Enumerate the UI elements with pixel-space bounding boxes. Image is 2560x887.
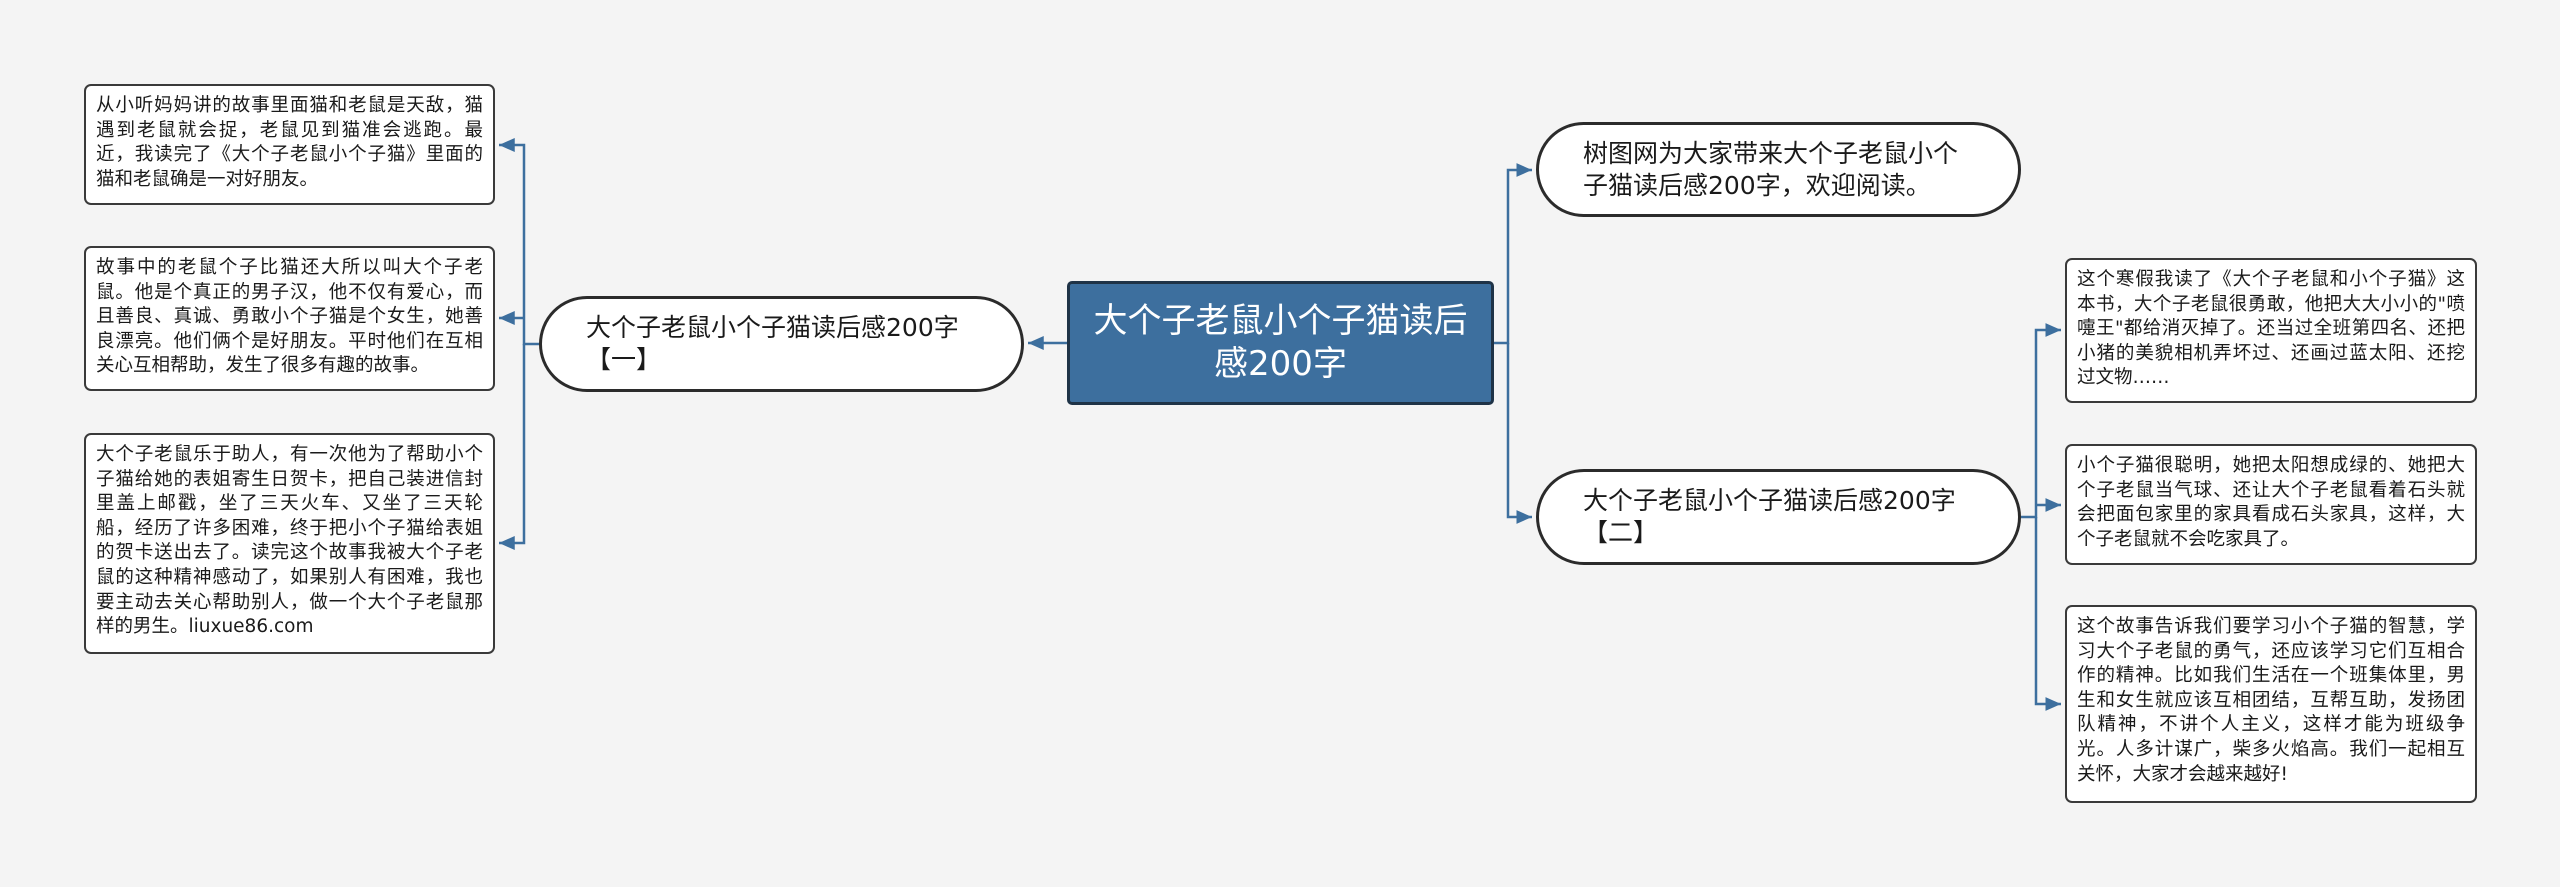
leaf-text: 这个寒假我读了《大个子老鼠和小个子猫》这本书，大个子老鼠很勇敢，他把大大小小的"… [2077, 269, 2465, 389]
root-label: 大个子老鼠小个子猫读后感200字 [1093, 301, 1468, 384]
connector-part1-to-leaf1 [499, 138, 539, 346]
branch-part2[interactable]: 大个子老鼠小个子猫读后感200字【二】 [1536, 469, 2021, 565]
leaf-part2-3[interactable]: 这个故事告诉我们要学习小个子猫的智慧，学习大个子老鼠的勇气，还应该学习它们互相合… [2065, 605, 2477, 803]
leaf-part1-2[interactable]: 故事中的老鼠个子比猫还大所以叫大个子老鼠。他是个真正的男子汉，他不仅有爱心，而且… [84, 246, 495, 391]
leaf-text: 从小听妈妈讲的故事里面猫和老鼠是天敌，猫遇到老鼠就会捉，老鼠见到猫准会逃跑。最近… [96, 95, 483, 190]
leaf-part1-3[interactable]: 大个子老鼠乐于助人，有一次他为了帮助小个子猫给她的表姐寄生日贺卡，把自己装进信封… [84, 433, 495, 654]
connector-part2-to-leaf3 [2034, 517, 2061, 711]
leaf-text: 这个故事告诉我们要学习小个子猫的智慧，学习大个子老鼠的勇气，还应该学习它们互相合… [2077, 616, 2465, 785]
leaf-text: 故事中的老鼠个子比猫还大所以叫大个子老鼠。他是个真正的男子汉，他不仅有爱心，而且… [96, 257, 483, 377]
leaf-text: 小个子猫很聪明，她把太阳想成绿的、她把大个子老鼠当气球、还让大个子老鼠看着石头就… [2077, 455, 2465, 550]
connector-root-to-part2 [1506, 343, 1532, 524]
connector-root-to-intro [1494, 163, 1532, 345]
connector-part2-to-leaf1 [2021, 323, 2061, 519]
connector-part1-to-leaf3 [499, 344, 526, 550]
leaf-part2-2[interactable]: 小个子猫很聪明，她把太阳想成绿的、她把大个子老鼠当气球、还让大个子老鼠看着石头就… [2065, 444, 2477, 565]
branch-intro-label: 树图网为大家带来大个子老鼠小个子猫读后感200字，欢迎阅读。 [1583, 138, 1959, 200]
leaf-part1-1[interactable]: 从小听妈妈讲的故事里面猫和老鼠是天敌，猫遇到老鼠就会捉，老鼠见到猫准会逃跑。最近… [84, 84, 495, 205]
branch-intro[interactable]: 树图网为大家带来大个子老鼠小个子猫读后感200字，欢迎阅读。 [1536, 122, 2021, 217]
root-node[interactable]: 大个子老鼠小个子猫读后感200字 [1067, 281, 1494, 405]
leaf-part2-1[interactable]: 这个寒假我读了《大个子老鼠和小个子猫》这本书，大个子老鼠很勇敢，他把大大小小的"… [2065, 258, 2477, 403]
branch-part2-label: 大个子老鼠小个子猫读后感200字【二】 [1583, 486, 1956, 547]
leaf-text: 大个子老鼠乐于助人，有一次他为了帮助小个子猫给她的表姐寄生日贺卡，把自己装进信封… [96, 444, 483, 638]
branch-part1-label: 大个子老鼠小个子猫读后感200字【一】 [586, 313, 959, 374]
branch-part1[interactable]: 大个子老鼠小个子猫读后感200字【一】 [539, 296, 1024, 392]
